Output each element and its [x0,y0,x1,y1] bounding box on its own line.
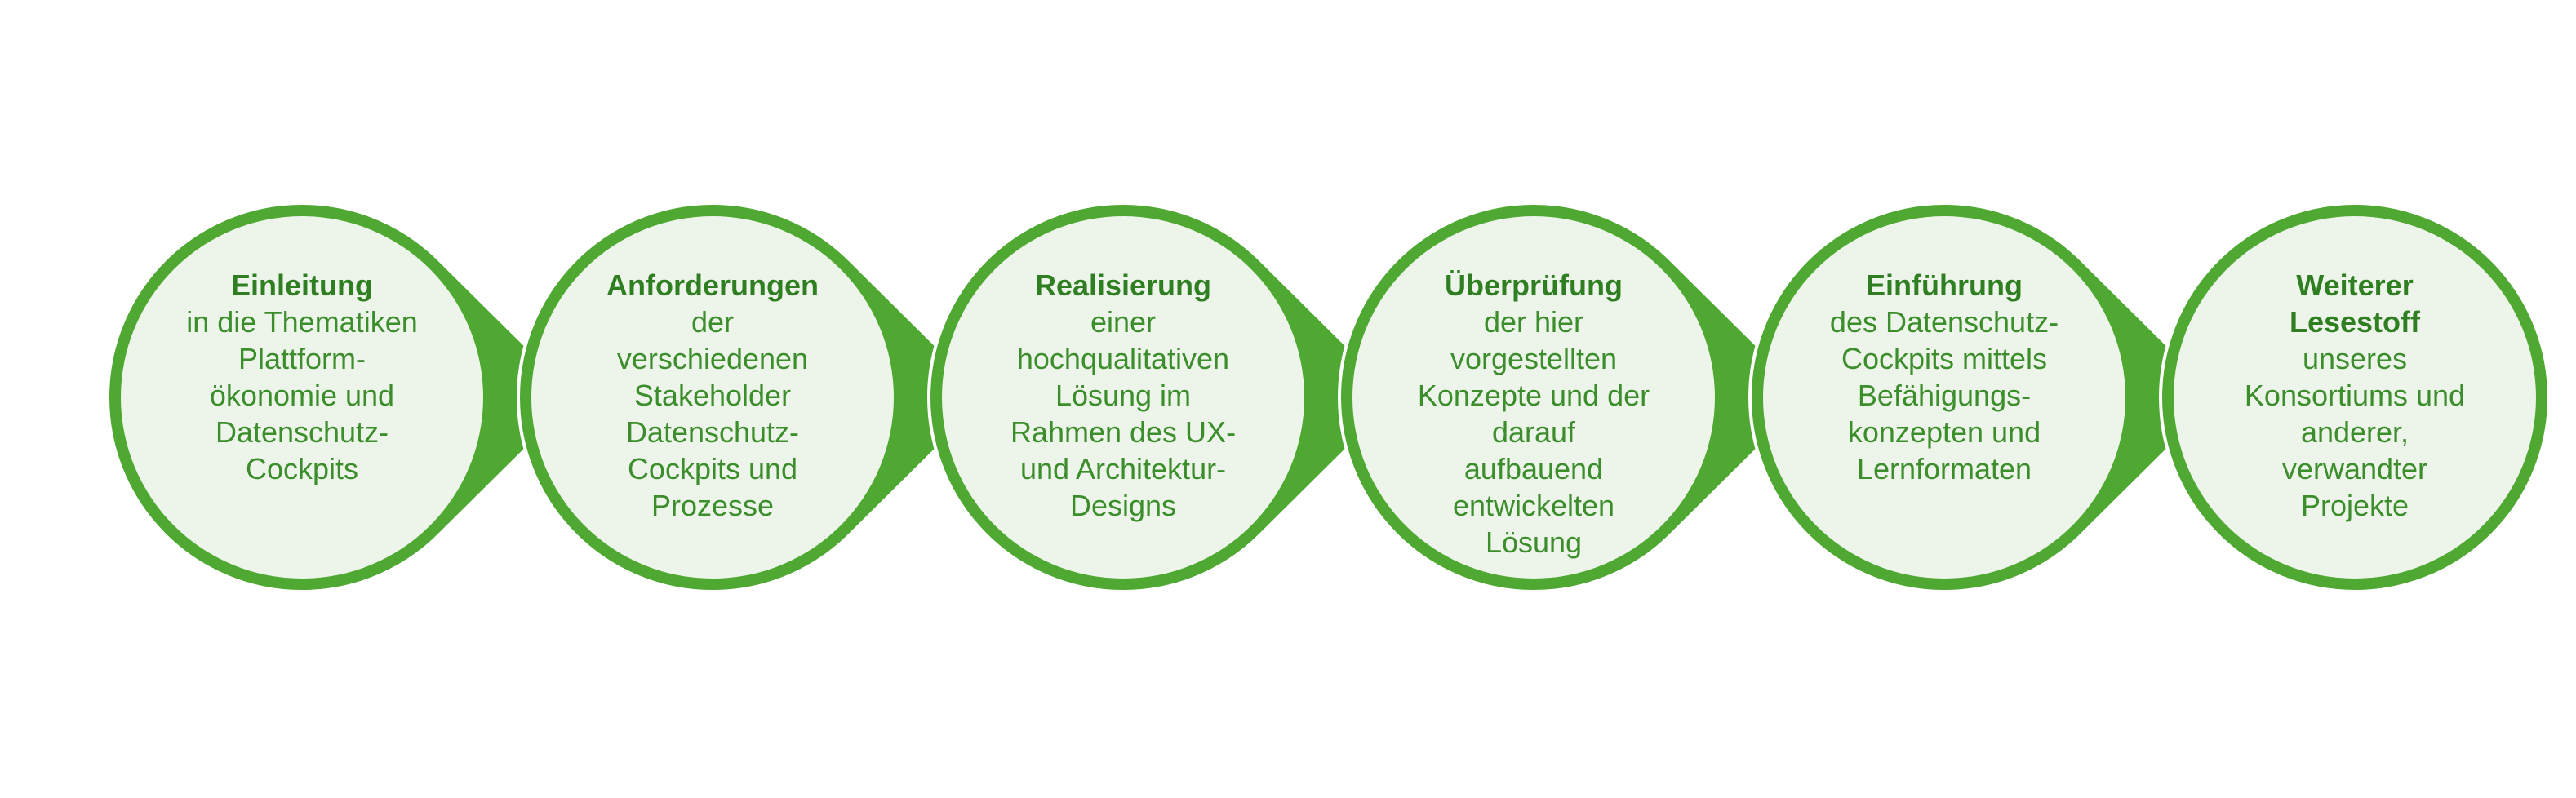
step-1-text: in die Thematiken Plattform- ökonomie un… [186,305,418,485]
step-6-text: unseres Konsortiums und anderer, verwand… [2244,342,2466,522]
step-shape-5 [1748,202,2223,593]
step-2-text: der verschiedenen Stakeholder Datenschut… [616,305,809,522]
step-5-title: Einführung [1866,268,2023,302]
step-shape-2 [516,202,991,593]
step-5: Einführung des Datenschutz- Cockpits mit… [1797,267,2091,487]
step-3-text: einer hochqualitativen Lösung im Rahmen … [1010,305,1237,522]
step-circle-1 [121,216,483,579]
step-4-title: Überprüfung [1445,268,1623,302]
step-6: Weiterer Lesestoff unseres Konsortiums u… [2208,267,2502,524]
step-5-text: des Datenschutz- Cockpits mittels Befähi… [1829,305,2059,485]
step-2: Anforderungen der verschiedenen Stakehol… [566,267,859,524]
step-1: Einleitung in die Thematiken Plattform- … [155,267,449,487]
step-3: Realisierung einer hochqualitativen Lösu… [976,267,1270,524]
step-6-title: Weiterer Lesestoff [2289,268,2421,339]
step-shape-1 [105,202,580,593]
step-circle-3 [942,216,1304,579]
step-3-title: Realisierung [1034,268,1212,302]
step-1-title: Einleitung [231,268,373,302]
step-shape-4 [1337,202,1812,593]
step-shape-3 [926,202,1401,593]
step-4-text: der hier vorgestellten Konzepte und der … [1417,305,1650,559]
step-circle-5 [1763,216,2125,579]
step-4: Überprüfung der hier vorgestellten Konze… [1387,267,1681,561]
step-circle-2 [531,216,894,579]
step-circle-4 [1352,216,1715,579]
step-circle-6 [2174,216,2536,579]
step-2-title: Anforderungen [606,268,819,302]
step-shape-6 [2158,202,2552,593]
